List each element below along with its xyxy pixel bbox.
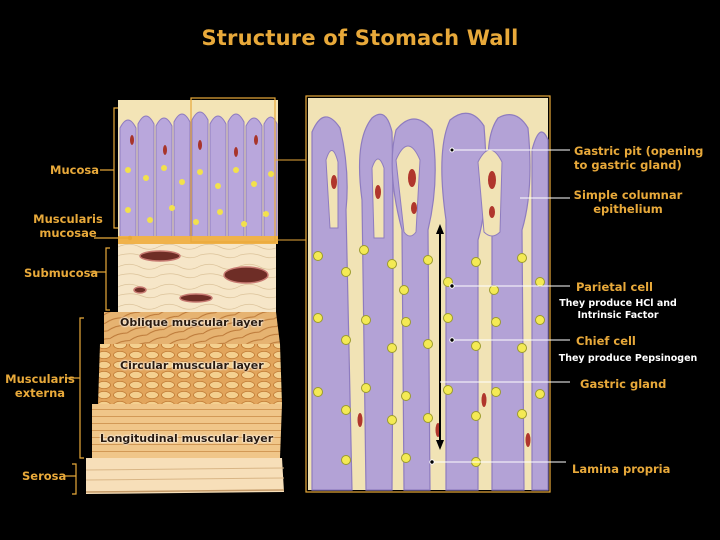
note-chief-cell: They produce Pepsinogen [558,353,698,365]
label-mucosa: Mucosa [50,163,99,177]
label-serosa: Serosa [22,469,66,483]
magnified-mucosa [308,98,548,490]
page-title: Structure of Stomach Wall [0,26,720,50]
label-circular-layer: Circular muscular layer [120,359,264,372]
label-chief-cell: Chief cell [576,334,636,348]
label-parietal-cell: Parietal cell [576,280,653,294]
label-longitudinal-layer: Longitudinal muscular layer [100,432,273,445]
note-parietal-cell: They produce HCl and Intrinsic Factor [556,298,680,322]
label-muscularis-externa: Muscularis externa [0,372,80,400]
label-submucosa: Submucosa [24,266,98,280]
label-simple-columnar: Simple columnar epithelium [566,188,690,216]
label-oblique-layer: Oblique muscular layer [120,316,263,329]
label-muscularis-mucosae: Muscularis mucosae [28,212,108,240]
label-lamina-propria: Lamina propria [572,462,670,476]
label-gastric-pit: Gastric pit (opening to gastric gland) [574,144,703,172]
label-gastric-gland: Gastric gland [580,377,666,391]
